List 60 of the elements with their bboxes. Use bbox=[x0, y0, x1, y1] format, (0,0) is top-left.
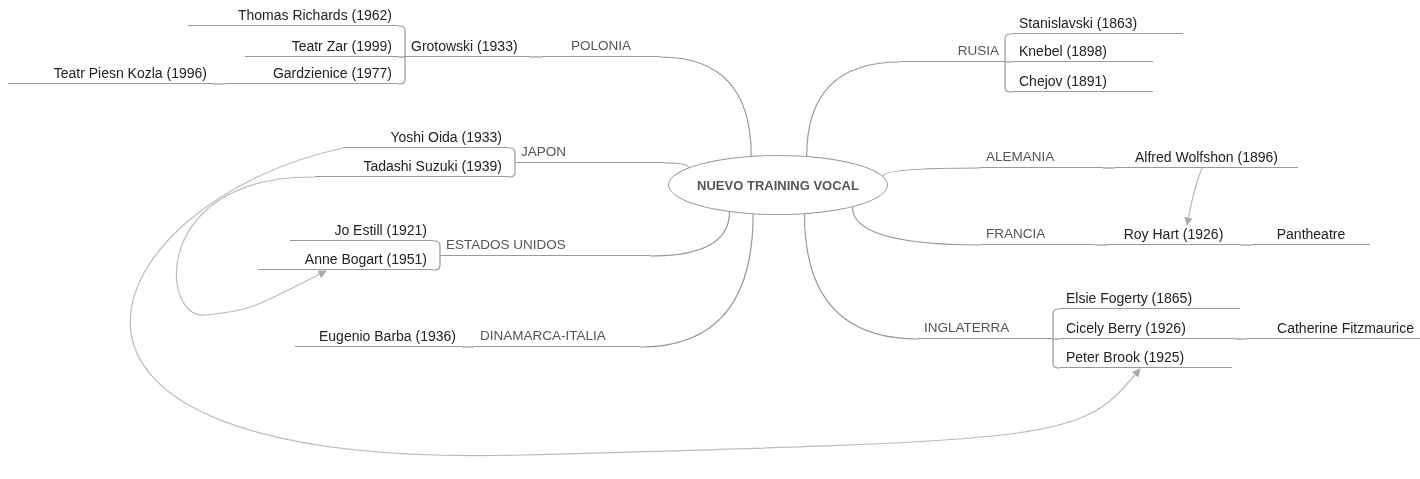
branch-line bbox=[639, 213, 754, 348]
branch-line bbox=[432, 240, 441, 257]
arrow bbox=[176, 176, 327, 316]
topic-label: Pantheatre bbox=[1252, 225, 1370, 245]
branch-line bbox=[507, 147, 516, 164]
topic-label: Teatr Zar (1999) bbox=[245, 37, 398, 57]
branch-line bbox=[1239, 244, 1253, 246]
topic-label: Yoshi Oida (1933) bbox=[343, 128, 508, 148]
branch-line bbox=[1052, 338, 1061, 340]
topic-label: Peter Brook (1925) bbox=[1060, 348, 1232, 368]
topic-label: Tadashi Suzuki (1939) bbox=[315, 157, 508, 177]
branch-line bbox=[659, 56, 752, 157]
topic-label: Roy Hart (1926) bbox=[1107, 225, 1240, 245]
topic-label: Eugenio Barba (1936) bbox=[295, 327, 462, 347]
branch-line bbox=[212, 83, 226, 85]
branch-line bbox=[507, 162, 516, 178]
topic-label: Cicely Berry (1926) bbox=[1060, 319, 1235, 339]
topic-label: Anne Bogart (1951) bbox=[258, 250, 433, 270]
branch-line bbox=[806, 61, 901, 157]
branch-label: ESTADOS UNIDOS bbox=[440, 236, 650, 256]
topic-label: Gardzienice (1977) bbox=[225, 64, 398, 84]
topic-label: Thomas Richards (1962) bbox=[188, 6, 398, 26]
branch-line bbox=[649, 211, 731, 257]
branch-line bbox=[397, 56, 406, 58]
branch-label: POLONIA bbox=[542, 37, 660, 57]
branch-line bbox=[397, 56, 406, 85]
topic-label: Jo Estill (1921) bbox=[290, 221, 433, 241]
branch-line bbox=[1094, 244, 1108, 246]
branch-label: RUSIA bbox=[900, 42, 1005, 62]
branch-label: FRANCIA bbox=[980, 225, 1095, 245]
branch-line bbox=[1102, 167, 1116, 169]
topic-label: Chejov (1891) bbox=[1013, 72, 1153, 92]
branch-line bbox=[851, 206, 981, 246]
branch-line bbox=[1004, 33, 1014, 63]
branch-line bbox=[1234, 338, 1248, 340]
branch-line bbox=[1004, 61, 1014, 63]
branch-line bbox=[1052, 338, 1061, 369]
central-topic-ellipse: NUEVO TRAINING VOCAL bbox=[668, 155, 888, 215]
topic-label: Stanislavski (1863) bbox=[1013, 14, 1183, 34]
branch-label: JAPON bbox=[515, 143, 665, 163]
arrow bbox=[129, 147, 1141, 456]
branch-line bbox=[1052, 308, 1061, 340]
topic-label: Knebel (1898) bbox=[1013, 42, 1153, 62]
branch-line bbox=[803, 213, 919, 340]
branch-line bbox=[882, 167, 981, 177]
branch-line bbox=[397, 25, 406, 58]
topic-label: Elsie Fogerty (1865) bbox=[1060, 289, 1240, 309]
branch-line bbox=[529, 56, 543, 58]
branch-line bbox=[461, 346, 475, 348]
topic-label: Grotowski (1933) bbox=[405, 37, 530, 57]
branch-label: ALEMANIA bbox=[980, 148, 1103, 168]
branch-label: INGLATERRA bbox=[918, 319, 1053, 339]
topic-label: Teatr Piesn Kozla (1996) bbox=[8, 64, 213, 84]
topic-label: Catherine Fitzmaurice bbox=[1247, 319, 1420, 339]
branch-line bbox=[432, 255, 441, 271]
arrow bbox=[1184, 167, 1203, 226]
branch-label: DINAMARCA-ITALIA bbox=[474, 327, 640, 347]
topic-label: Alfred Wolfshon (1896) bbox=[1115, 148, 1298, 168]
branch-line bbox=[664, 162, 690, 169]
branch-line bbox=[1004, 61, 1014, 93]
